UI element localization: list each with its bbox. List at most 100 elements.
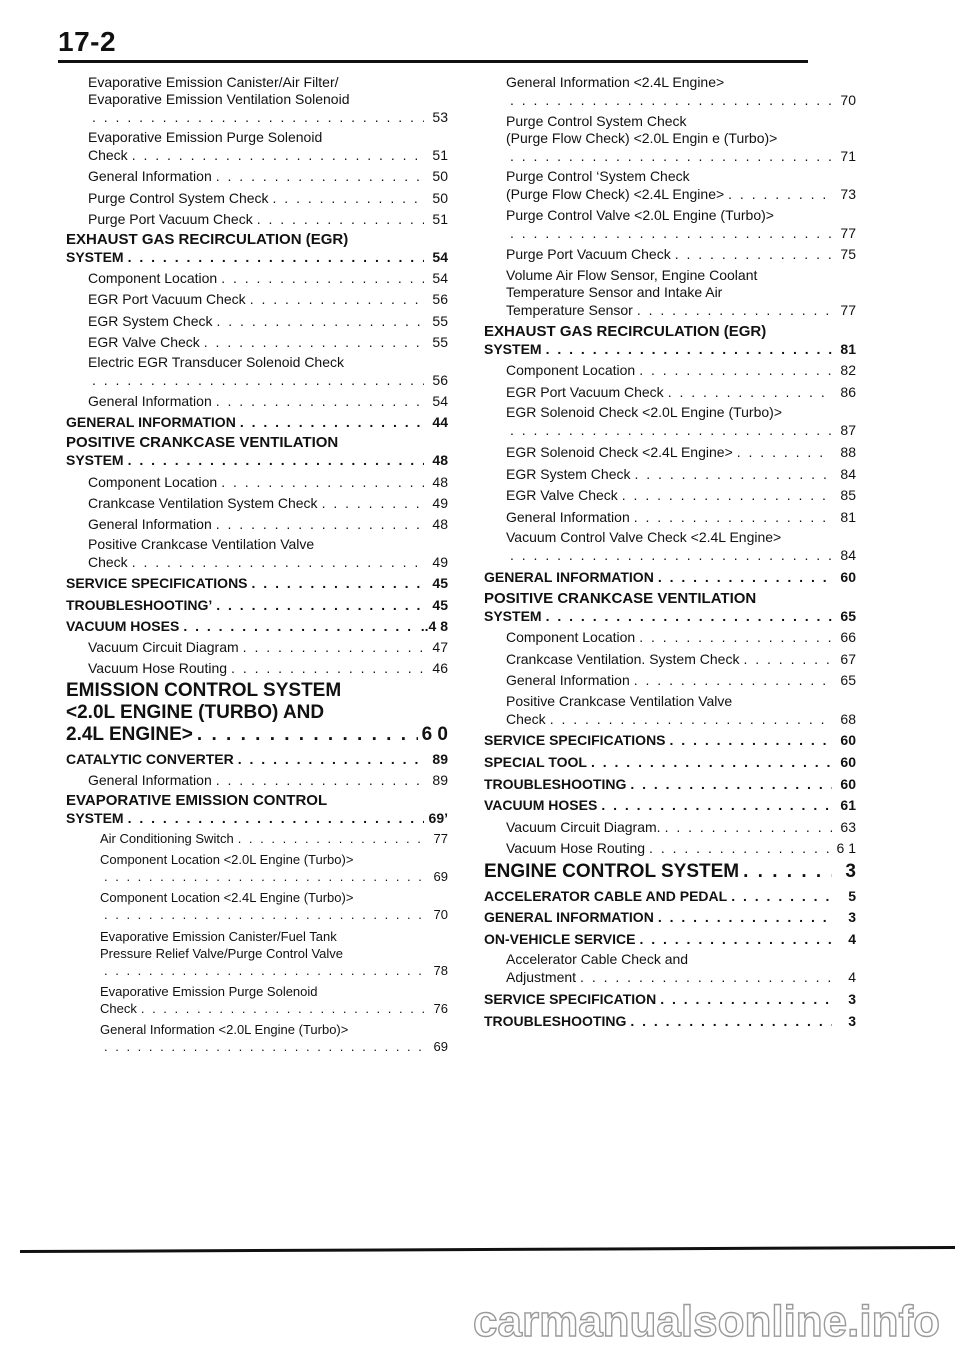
toc-entry: Purge Control Valve <2.0L Engine (Turbo)… bbox=[484, 207, 856, 242]
toc-entry-row: EGR Port Vacuum Check56 bbox=[88, 290, 448, 308]
page-ref: 53 bbox=[432, 109, 448, 125]
toc-entry-text: EVAPORATIVE EMISSION CONTROL bbox=[66, 791, 328, 809]
leader-dots bbox=[238, 830, 424, 848]
toc-entry: EGR Port Vacuum Check86 bbox=[484, 383, 856, 401]
toc-entry-label: Purge Port Vacuum Check bbox=[506, 246, 671, 263]
page-ref: 48 bbox=[432, 516, 448, 532]
page-ref: 61 bbox=[840, 797, 856, 814]
toc-entry-tail: SYSTEM bbox=[66, 452, 124, 469]
toc-entry-tail: 2.4L ENGINE> bbox=[66, 724, 193, 746]
leader-dots bbox=[104, 962, 424, 980]
page-ref: 60 bbox=[840, 775, 856, 792]
toc-entry-text: Evaporative Emission Purge Solenoid bbox=[88, 129, 323, 146]
toc-entry-text: Positive Crankcase Ventilation Valve bbox=[88, 536, 315, 553]
page-ref: 78 bbox=[433, 962, 448, 978]
toc-entry: General Information81 bbox=[484, 508, 856, 526]
toc-entry: EGR System Check55 bbox=[66, 312, 448, 330]
toc-entry: Accelerator Cable Check andAdjustment4 bbox=[484, 951, 856, 986]
toc-entry-row: Check 51 bbox=[88, 146, 448, 164]
toc-entry: Crankcase Ventilation System Check49 bbox=[66, 494, 448, 512]
leader-dots bbox=[546, 340, 832, 358]
toc-entry-text: Pressure Relief Valve/Purge Control Valv… bbox=[100, 945, 344, 961]
watermark-logo: carmanualsonline.info bbox=[472, 1296, 940, 1346]
toc-entry-row: TROUBLESHOOTING’45 bbox=[66, 596, 448, 614]
toc-entry: Purge Port Vacuum Check 75 bbox=[484, 245, 856, 263]
toc-entry-label: Component Location bbox=[506, 629, 636, 646]
page-ref: 5 bbox=[848, 887, 856, 904]
toc-entry-row: Component Location66 bbox=[506, 628, 856, 646]
leader-dots bbox=[92, 371, 424, 389]
leader-dots bbox=[221, 269, 424, 287]
leader-dots bbox=[639, 628, 832, 646]
page-ref: 87 bbox=[840, 422, 856, 439]
leader-dots bbox=[649, 839, 832, 857]
leader-dots bbox=[132, 146, 424, 164]
toc-entry-label: General Information bbox=[88, 168, 212, 185]
toc-entry-row: GENERAL INFORMATION44 bbox=[66, 413, 448, 431]
toc-entry: Vacuum Hose Routing46 bbox=[66, 659, 448, 677]
header-rule bbox=[58, 60, 808, 63]
page-ref: 75 bbox=[840, 246, 856, 263]
toc-entry-row: ACCELERATOR CABLE AND PEDAL 5 bbox=[484, 887, 856, 905]
toc-entry: GENERAL INFORMATION44 bbox=[66, 413, 448, 431]
page-ref: 69’ bbox=[428, 809, 448, 826]
page-ref: 56 bbox=[432, 371, 448, 388]
page-ref: 56 bbox=[432, 291, 448, 308]
leader-dots bbox=[550, 710, 832, 728]
leader-dots bbox=[634, 671, 832, 689]
toc-entry-label: General Information bbox=[88, 516, 212, 532]
page-ref: 51 bbox=[432, 147, 448, 164]
toc-entry-label: Vacuum Hose Routing bbox=[506, 840, 646, 857]
toc-entry-row: Vacuum Circuit Diagram47 bbox=[88, 638, 448, 656]
toc-entry: General Information 48 bbox=[66, 515, 448, 533]
toc-entry-label: Purge Control System Check bbox=[88, 189, 269, 206]
toc-entry-tail: Check bbox=[88, 147, 128, 164]
toc-entry: Crankcase Ventilation. System Check67 bbox=[484, 650, 856, 668]
page-ref: 54 bbox=[432, 393, 448, 410]
toc-entry: Component Location66 bbox=[484, 628, 856, 646]
toc-entry-row: Crankcase Ventilation System Check49 bbox=[88, 494, 448, 512]
page-ref: 76 bbox=[433, 1000, 448, 1016]
page-ref: 47 bbox=[432, 638, 448, 655]
toc-entry-label: TROUBLESHOOTING bbox=[484, 1012, 627, 1029]
toc-entry: General Information54 bbox=[66, 392, 448, 410]
leader-dots bbox=[731, 887, 832, 905]
toc-entry-row: 56 bbox=[88, 371, 448, 389]
leader-dots bbox=[257, 210, 424, 228]
toc-entry-label: Vacuum Circuit Diagram. bbox=[506, 818, 661, 835]
page-ref: 69 bbox=[433, 869, 448, 885]
leader-dots bbox=[510, 421, 832, 439]
page-ref: 48 bbox=[432, 473, 448, 490]
toc-entry-label: ACCELERATOR CABLE AND PEDAL bbox=[484, 887, 728, 904]
toc-entry-row: Check 76 bbox=[100, 1000, 448, 1018]
toc-entry: ENGINE CONTROL SYSTEM3 bbox=[484, 861, 856, 883]
toc-entry: Component Location <2.4L Engine (Turbo)>… bbox=[66, 889, 448, 924]
page-ref: 51 bbox=[432, 210, 448, 227]
leader-dots bbox=[240, 413, 424, 431]
toc-entry-tail: Check bbox=[100, 1000, 137, 1016]
page-ref: 81 bbox=[840, 340, 856, 357]
toc-entry-row: Crankcase Ventilation. System Check67 bbox=[506, 650, 856, 668]
leader-dots bbox=[128, 809, 424, 827]
toc-entry-label: SPECIAL TOOL bbox=[484, 754, 587, 771]
toc-entry: ON-VEHICLE SERVICE4 bbox=[484, 930, 856, 948]
toc-entry: EVAPORATIVE EMISSION CONTROLSYSTEM69’ bbox=[66, 792, 448, 827]
toc-entry-row: SYSTEM81 bbox=[484, 340, 856, 358]
page-ref: 49 bbox=[432, 554, 448, 571]
leader-dots bbox=[104, 906, 424, 924]
page-ref: 69 bbox=[433, 1039, 448, 1054]
toc-entry-row: EGR Valve Check55 bbox=[88, 333, 448, 351]
page-ref: 50 bbox=[432, 168, 448, 185]
toc-entry: EGR Valve Check85 bbox=[484, 486, 856, 504]
toc-entry: Vacuum Circuit Diagram47 bbox=[66, 638, 448, 656]
toc-entry: Purge Control System Check50 bbox=[66, 189, 448, 207]
leader-dots bbox=[630, 1012, 832, 1030]
toc-entry-text: Component Location <2.4L Engine (Turbo)> bbox=[100, 890, 354, 906]
toc-entry-label: EGR System Check bbox=[506, 465, 631, 482]
toc-entry-text: POSITIVE CRANKCASE VENTILATION bbox=[66, 434, 339, 452]
toc-entry-row: TROUBLESHOOTING3 bbox=[484, 1012, 856, 1030]
toc-entry-row: Purge Port Vacuum Check 75 bbox=[506, 245, 856, 263]
watermark-text: carmanualsonline.info bbox=[473, 1297, 940, 1346]
toc-entry-row: 2.4L ENGINE>6 0 bbox=[66, 724, 448, 746]
page-ref: 71 bbox=[840, 147, 856, 164]
